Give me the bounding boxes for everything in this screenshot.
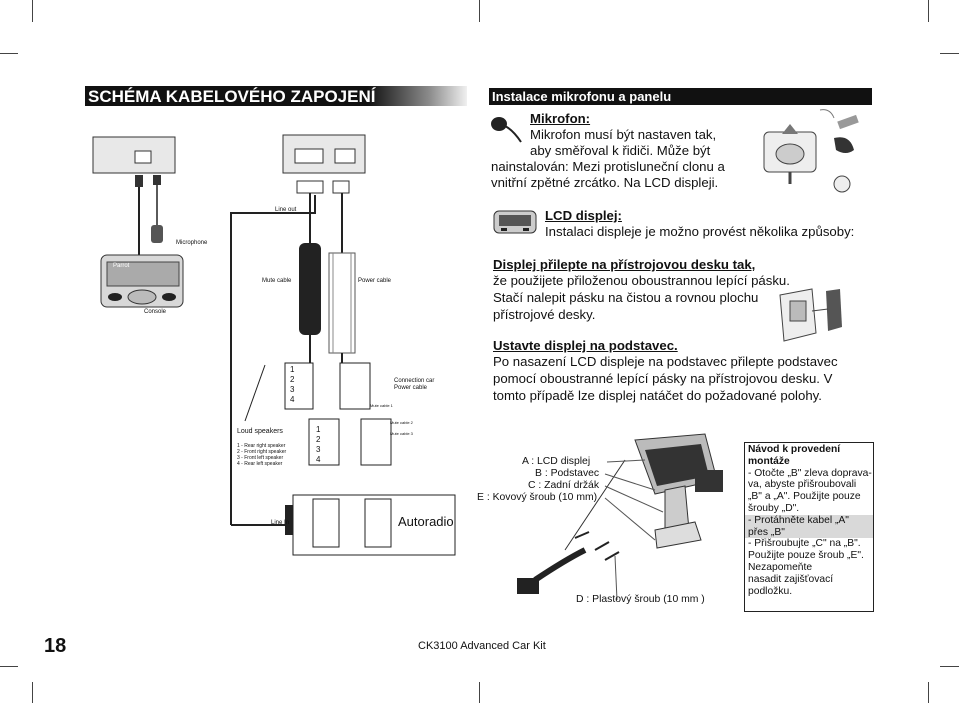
iso-connector (360, 418, 392, 466)
mikrofon-line: vnitřní zpětné zrcátko. Na LCD displeji. (491, 175, 719, 190)
mikrofon-heading: Mikrofon: (530, 111, 591, 126)
lcd-heading: LCD displej: (545, 208, 622, 223)
footer-product: CK3100 Advanced Car Kit (418, 640, 546, 652)
note-line: „B" a „A". Použijte pouze (748, 491, 861, 503)
pin-label: 1 (316, 425, 321, 434)
note-line: va, abyste přišroubovali (748, 479, 857, 491)
mute-cable-3-label: Mute cable 3 (390, 431, 413, 436)
mute-cable-label: Mute cable (262, 278, 292, 284)
console-label: Console (144, 309, 167, 315)
pin-label: 4 (290, 395, 295, 404)
microphone-label: Microphone (176, 240, 208, 246)
kit-box (92, 136, 176, 174)
crop-mark (479, 0, 480, 22)
iso-connector (308, 418, 340, 466)
crop-mark (928, 0, 929, 22)
mirror-mount-illustration (763, 109, 859, 193)
note-line: šrouby „D". (748, 502, 800, 514)
mikrofon-line: Mikrofon musí být nastaven tak, (530, 127, 717, 142)
crop-mark (928, 682, 929, 703)
section-banner-left: SCHÉMA KABELOVÉHO ZAPOJENÍ (85, 86, 467, 106)
desk-line: že použijete přiloženou oboustrannou lep… (493, 273, 790, 288)
instructions-box: Návod k provedení montáže - Otočte „B" z… (744, 442, 874, 612)
part-label-a: A : LCD displej (522, 456, 591, 467)
lcd-line: Instalaci displeje je možno provést něko… (545, 224, 855, 239)
microphone-icon (491, 117, 522, 143)
speaker-item: 3 - Front left speaker (237, 455, 284, 461)
note-line: přes „B" (745, 526, 873, 539)
crop-mark (0, 53, 18, 54)
display-brand-label: Parrot (113, 263, 130, 269)
microphone-icon (151, 225, 163, 243)
part-label-b: B : Podstavec (535, 468, 600, 479)
mute-cable (299, 243, 321, 335)
note-line: nasadit zajišťovací (748, 573, 834, 585)
note-line: Nezapomeňte (748, 561, 813, 573)
adhesive-tape-illustration (779, 288, 842, 342)
stand-exploded-illustration (517, 433, 723, 601)
pin-label: 3 (316, 445, 321, 454)
loud-speakers-label: Loud speakers (237, 428, 283, 435)
note-line: - Přišroubujte „C" na „B". (748, 538, 861, 550)
part-label-e: E : Kovový šroub (10 mm) (477, 492, 598, 503)
speaker-item: 1 - Rear right speaker (237, 443, 286, 449)
stand-heading: Ustavte displej na podstavec. (493, 338, 678, 353)
note-line: Návod k provedení (748, 444, 841, 455)
crop-mark (940, 53, 959, 54)
mikrofon-line: nainstalován: Mezi protisluneční clonu a (491, 159, 725, 174)
pin-label: 2 (290, 375, 295, 384)
connector (296, 180, 324, 194)
autoradio-label: Autoradio (398, 514, 454, 529)
line-in-label: Line In (271, 520, 290, 526)
note-line: Použijte pouze šroub „E". (748, 550, 864, 562)
stand-line: pomocí oboustranné lepící pásky na příst… (493, 371, 833, 386)
crop-mark (479, 682, 480, 703)
iso-connector (284, 362, 314, 410)
part-label-d: D : Plastový šroub (10 mm ) (576, 594, 705, 605)
note-line: podložku. (748, 585, 793, 597)
crop-mark (32, 0, 33, 22)
section-title: Instalace mikrofonu a panelu (492, 89, 672, 104)
wiring-diagram (92, 134, 456, 556)
speaker-item: 2 - Front right speaker (237, 449, 287, 455)
speaker-item: 4 - Rear left speaker (237, 461, 283, 467)
connection-car-label: Connection car (394, 378, 435, 384)
page-number: 18 (44, 635, 67, 657)
connector (135, 175, 143, 187)
desk-line: přístrojové desky. (493, 307, 596, 322)
crop-mark (0, 666, 18, 667)
line-out-label: Line out (275, 207, 297, 213)
pin-label: 3 (290, 385, 295, 394)
note-line: - Otočte „B" zleva doprava- (748, 467, 872, 479)
pin-label: 1 (290, 365, 295, 374)
section-title: SCHÉMA KABELOVÉHO ZAPOJENÍ (88, 87, 376, 106)
lcd-display-icon (493, 210, 537, 234)
power-cable-label: Power cable (358, 278, 392, 284)
desk-heading: Displej přilepte na přístrojovou desku t… (493, 257, 756, 272)
mikrofon-line: aby směřoval k řidiči. Může být (530, 143, 711, 158)
stand-line: Po nasazení LCD displeje na podstavec př… (493, 354, 838, 369)
pin-label: 2 (316, 435, 321, 444)
connection-power-label: Power cable (394, 385, 428, 391)
pin-label: 4 (316, 455, 321, 464)
note-line: - Protáhněte kabel „A" (745, 514, 873, 527)
desk-line: Stačí nalepit pásku na čistou a rovnou p… (493, 290, 759, 305)
crop-mark (940, 666, 959, 667)
stand-line: tomto případě lze displej natáčet do pož… (493, 388, 822, 403)
part-label-c: C : Zadní držák (528, 480, 600, 491)
crop-mark (32, 682, 33, 703)
mute-cable-2-label: Mute cable 2 (390, 420, 413, 425)
note-line: montáže (748, 455, 790, 467)
mute-cable-1-label: Mute cable 1 (370, 403, 393, 408)
iso-connector (339, 362, 371, 410)
section-banner-right: Instalace mikrofonu a panelu (489, 88, 872, 105)
